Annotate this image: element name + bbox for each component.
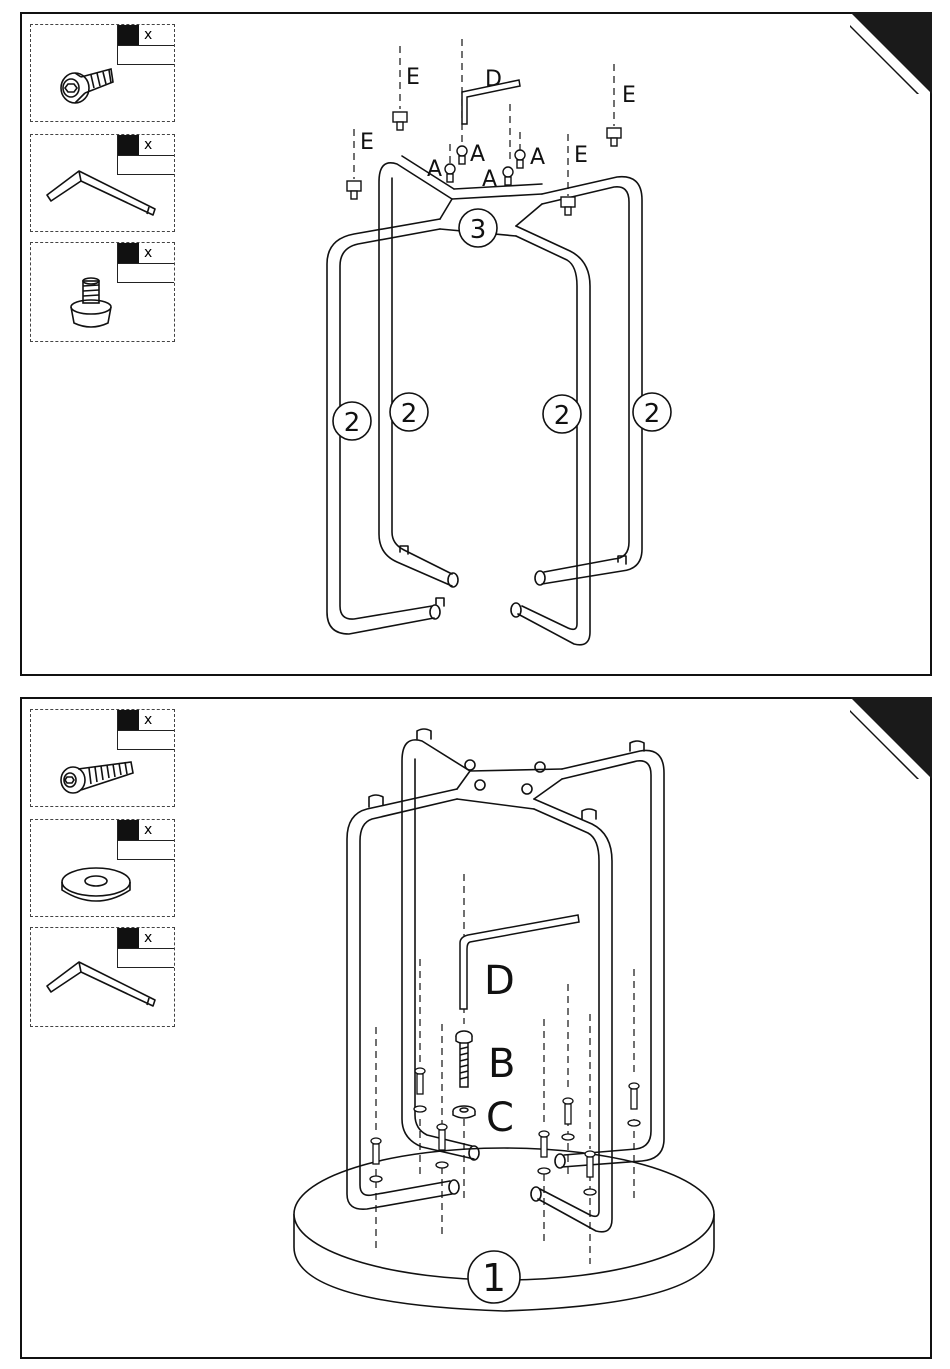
screw-B [456,1031,472,1087]
part-number-3: 3 [470,215,487,245]
leg-back-right [542,177,642,584]
washer-C [453,1106,475,1118]
bolt-A-1 [457,146,467,164]
label-E-4: E [622,83,636,108]
label-E-3: E [574,143,588,168]
label-E-2: E [360,130,374,155]
allen-key-D [460,915,579,1009]
bolt-E-1 [393,112,407,130]
label-C: C [486,1095,514,1141]
label-A-3: A [482,167,497,192]
part-number-1: 1 [482,1256,506,1300]
assembly-step-panel-1: x x [20,12,932,676]
bolt-A-4 [503,167,513,185]
bolt-E-4 [607,128,621,146]
part-number-2-a: 2 [344,408,361,438]
frame-assembly-drawing: E E E E D A A A A 3 2 2 2 2 [22,14,930,674]
label-E-1: E [406,65,420,90]
part-number-2-d: 2 [644,399,661,429]
bolt-E-3 [561,197,575,215]
bolt-washer-2 [562,1098,574,1140]
cross-frame [457,769,562,809]
bolt-A-2 [445,164,455,182]
label-D: D [484,958,515,1004]
leg-back-right [562,750,664,1167]
part-number-2-b: 2 [401,399,418,429]
label-A-1: A [427,157,442,182]
bolt-E-2 [347,181,361,199]
label-A-4: A [530,145,545,170]
assembly-step-panel-2: x x x [20,697,932,1359]
seat-assembly-drawing: D B C 1 [22,699,930,1357]
part-number-2-c: 2 [554,401,571,431]
bolt-washer-3 [628,1083,640,1126]
label-D: D [485,67,502,92]
bolt-A-3 [515,150,525,168]
label-B: B [488,1041,515,1087]
leg-back-left [379,163,452,586]
label-A-2: A [470,142,485,167]
